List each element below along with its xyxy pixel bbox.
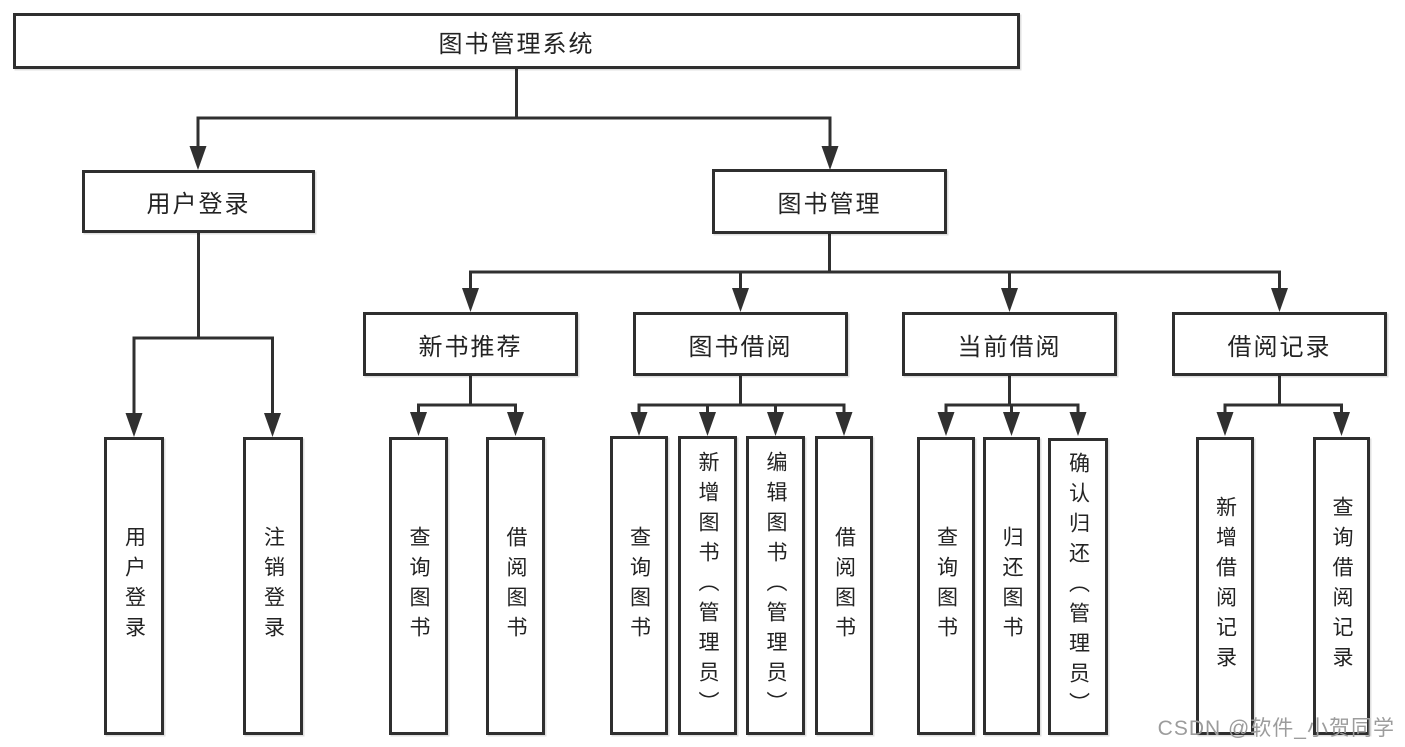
node-label: 确认归还（管理员） xyxy=(1066,451,1090,722)
node-book-borrowing: 图书借阅 xyxy=(633,312,848,376)
leaf-add-borrow-record: 新增借阅记录 xyxy=(1196,437,1254,735)
arrowheads xyxy=(125,146,1350,437)
leaf-query-books-current: 查询图书 xyxy=(917,437,975,735)
node-book-management: 图书管理 xyxy=(712,169,947,234)
connector-paths xyxy=(132,69,1343,415)
node-label: 新增借阅记录 xyxy=(1213,496,1237,676)
node-label: 新书推荐 xyxy=(418,333,523,361)
node-label: 用户登录 xyxy=(122,526,146,646)
leaf-confirm-return-admin: 确认归还（管理员） xyxy=(1048,438,1108,735)
leaf-query-books-borrow: 查询图书 xyxy=(610,436,668,735)
node-label: 新增图书（管理员） xyxy=(696,450,719,721)
node-borrowing-records: 借阅记录 xyxy=(1172,312,1387,376)
leaf-borrow-books: 借阅图书 xyxy=(815,436,873,735)
node-new-book-recommend: 新书推荐 xyxy=(363,312,578,376)
node-label: 借阅图书 xyxy=(504,526,527,646)
csdn-watermark: CSDN @软件_小贺同学 xyxy=(1157,717,1395,740)
leaf-borrow-books-recommend: 借阅图书 xyxy=(486,437,545,735)
node-label: 查询图书 xyxy=(407,526,430,646)
node-label: 查询借阅记录 xyxy=(1330,496,1353,676)
node-label: 查询图书 xyxy=(934,526,958,646)
node-label: 图书管理系统 xyxy=(438,30,595,58)
node-label: 归还图书 xyxy=(1000,526,1023,646)
node-current-borrowing: 当前借阅 xyxy=(902,312,1117,376)
leaf-logout: 注销登录 xyxy=(243,437,303,735)
leaf-edit-book-admin: 编辑图书（管理员） xyxy=(746,436,805,735)
node-label: 图书管理 xyxy=(777,191,882,218)
node-label: 当前借阅 xyxy=(957,333,1062,361)
node-label: 查询图书 xyxy=(627,525,651,646)
leaf-return-books: 归还图书 xyxy=(983,437,1040,735)
node-label: 借阅记录 xyxy=(1227,333,1332,361)
leaf-query-books-recommend: 查询图书 xyxy=(389,437,448,735)
node-user-login: 用户登录 xyxy=(82,170,315,233)
leaf-query-borrow-record: 查询借阅记录 xyxy=(1313,437,1370,735)
leaf-add-book-admin: 新增图书（管理员） xyxy=(678,436,737,735)
node-label: 注销登录 xyxy=(261,526,285,646)
leaf-user-login: 用户登录 xyxy=(104,437,164,735)
node-label: 用户登录 xyxy=(146,191,251,218)
node-label: 编辑图书（管理员） xyxy=(764,450,787,721)
node-root-system: 图书管理系统 xyxy=(13,13,1020,69)
node-label: 借阅图书 xyxy=(832,525,856,646)
node-label: 图书借阅 xyxy=(688,333,793,361)
